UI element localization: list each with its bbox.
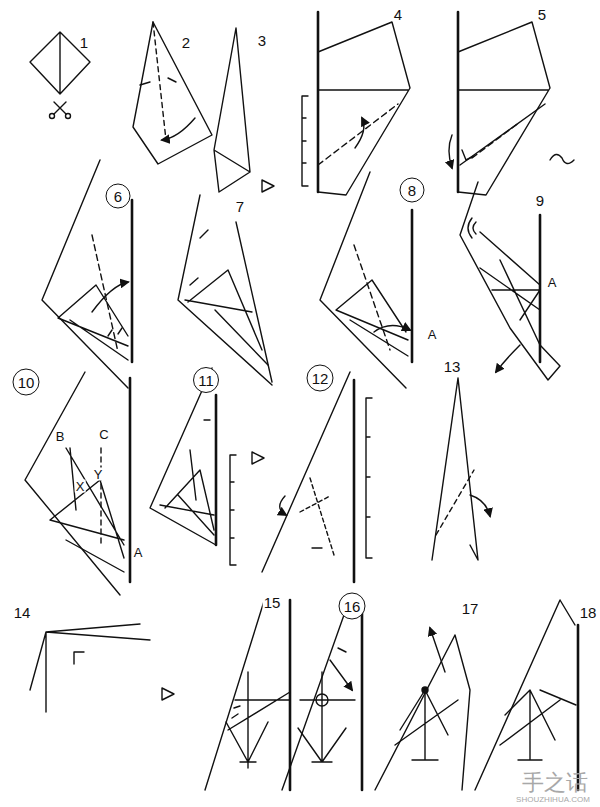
circled-step-number: 12 <box>307 365 334 392</box>
step-number: 10 <box>18 375 35 390</box>
step-number: 12 <box>312 371 329 386</box>
point-letter: C <box>98 428 109 441</box>
step-number: 6 <box>114 189 122 204</box>
watermark: 手之话 <box>521 772 589 794</box>
step-number: 8 <box>408 183 416 198</box>
step-number: 11 <box>198 373 214 388</box>
circled-step-number: 16 <box>339 593 366 620</box>
step-number: 1 <box>79 35 89 50</box>
circled-step-number: 11 <box>193 367 219 393</box>
step-number: 5 <box>537 7 547 22</box>
point-letter: B <box>55 430 66 443</box>
circled-step-number: 6 <box>106 184 131 209</box>
step-number: 3 <box>257 33 267 48</box>
circled-step-number: 10 <box>13 369 40 396</box>
step-number: 16 <box>344 599 361 614</box>
circled-step-number: 8 <box>400 178 425 203</box>
point-letter: Y <box>93 468 104 481</box>
point-letter: A <box>133 546 144 559</box>
step-number: 2 <box>181 35 191 50</box>
step-number: 4 <box>393 7 403 22</box>
watermark: SHOUZHIHUA.COM <box>515 796 591 804</box>
point-letter: A <box>547 276 558 289</box>
step-number: 14 <box>13 605 32 620</box>
step-number: 7 <box>235 199 245 214</box>
point-letter: X <box>75 480 86 493</box>
step-number: 15 <box>263 595 282 610</box>
step-number: 17 <box>461 601 480 616</box>
step-number: 13 <box>443 359 462 374</box>
step-number: 18 <box>579 605 598 620</box>
step-number: 9 <box>535 193 545 208</box>
point-letter: A <box>427 328 438 341</box>
